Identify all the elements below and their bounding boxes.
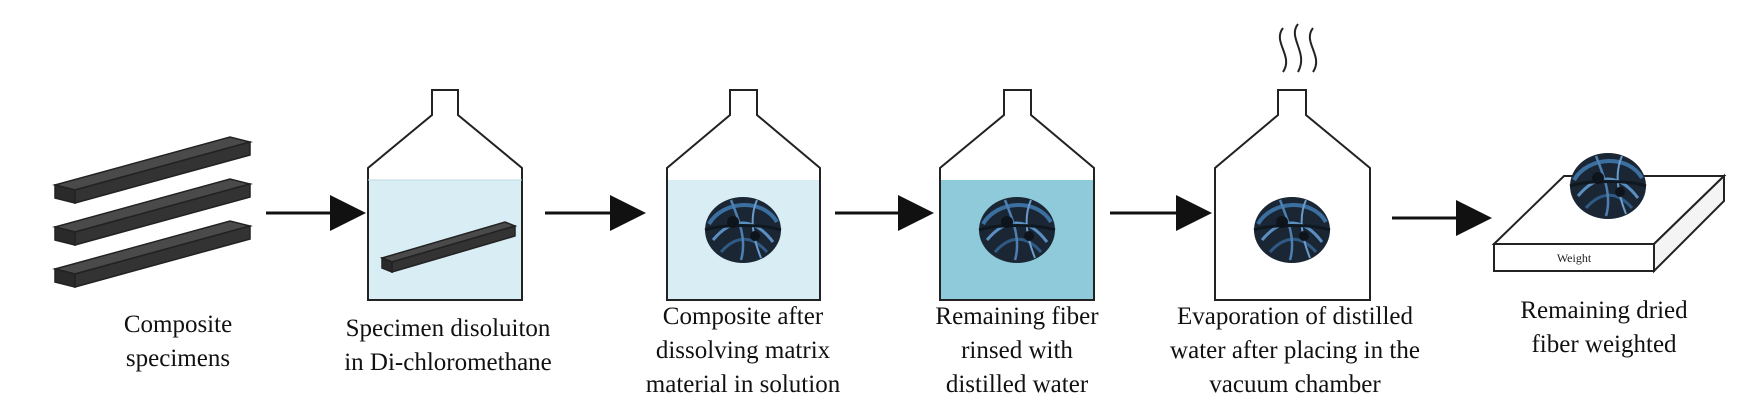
fiber-clump-icon bbox=[703, 195, 783, 265]
caption-line: material in solution bbox=[645, 371, 841, 398]
caption-remaining-dried-fiber: Remaining dried fiber weighted bbox=[1474, 294, 1734, 362]
caption-line: rinsed with bbox=[961, 337, 1073, 364]
caption-line: Composite bbox=[123, 311, 233, 338]
caption-line: Remaining fiber bbox=[935, 303, 1099, 330]
bottle-icon bbox=[1214, 89, 1371, 301]
steam-icon bbox=[1278, 23, 1318, 73]
caption-remaining-fiber-rinsed: Remaining fiber rinsed with distilled wa… bbox=[897, 300, 1137, 402]
caption-line: Specimen disoluiton bbox=[345, 315, 551, 342]
caption-composite-specimens: Composite specimens bbox=[57, 308, 299, 376]
caption-line: in Di-chloromethane bbox=[344, 349, 552, 376]
specimen-bar-icon bbox=[379, 221, 518, 274]
bottle-icon bbox=[666, 89, 821, 301]
caption-line: Composite after bbox=[662, 303, 824, 330]
caption-specimen-dissolution: Specimen disoluiton in Di-chloromethane bbox=[318, 312, 578, 380]
caption-line: vacuum chamber bbox=[1209, 371, 1381, 398]
bottle-icon bbox=[939, 89, 1095, 301]
caption-line: fiber weighted bbox=[1531, 331, 1677, 358]
specimen-bars-icon bbox=[52, 136, 253, 288]
weight-label: Weight bbox=[1557, 251, 1592, 265]
caption-line: Remaining dried bbox=[1520, 297, 1688, 324]
caption-line: dissolving matrix bbox=[655, 337, 831, 364]
caption-line: specimens bbox=[125, 345, 231, 372]
fiber-clump-icon bbox=[1568, 151, 1648, 221]
caption-line: Evaporation of distilled bbox=[1176, 303, 1414, 330]
caption-line: distilled water bbox=[945, 371, 1089, 398]
caption-line: water after placing in the bbox=[1170, 337, 1420, 364]
caption-evaporation: Evaporation of distilled water after pla… bbox=[1135, 300, 1455, 402]
fiber-clump-icon bbox=[977, 195, 1057, 265]
fiber-clump-icon bbox=[1252, 195, 1332, 265]
caption-composite-after-dissolving: Composite after dissolving matrix materi… bbox=[614, 300, 872, 402]
